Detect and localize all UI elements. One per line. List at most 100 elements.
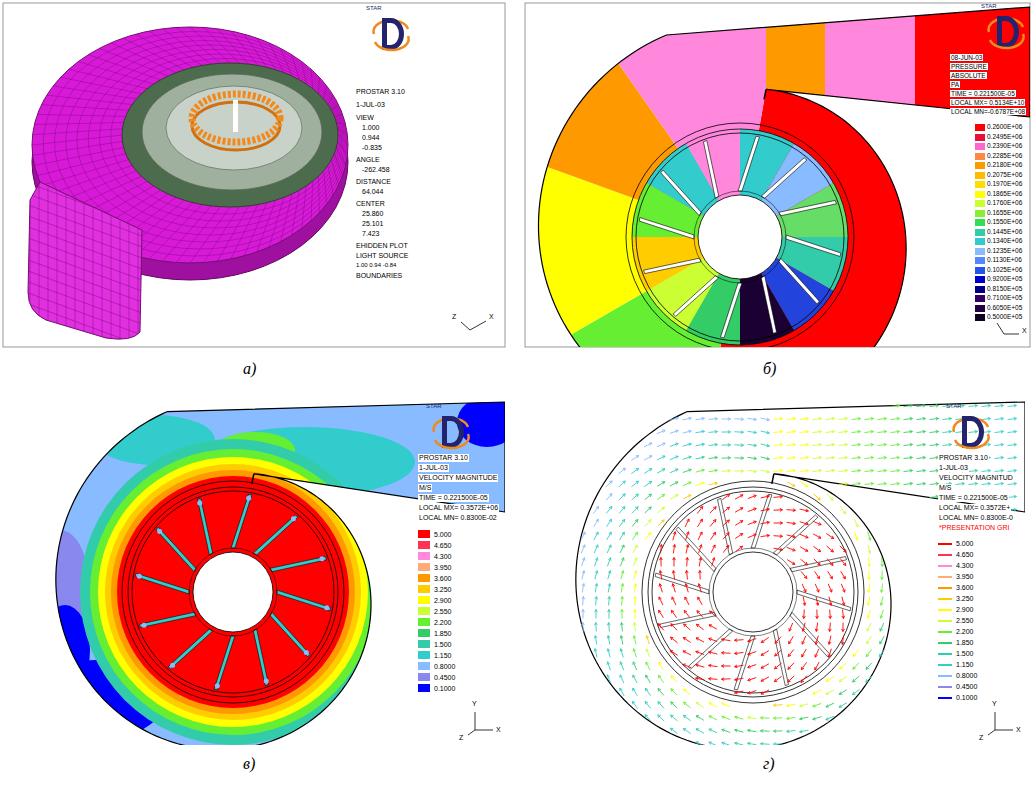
velocity-arrow	[826, 417, 835, 420]
legend-entry: 0.1550E+06	[975, 219, 1022, 226]
legend-entry: 0.9200E+05	[975, 276, 1022, 283]
velocity-arrow	[868, 558, 871, 567]
legend-entry: 0.8000	[418, 662, 455, 670]
velocity-arrow	[930, 404, 939, 407]
velocity-arrow	[1008, 495, 1017, 498]
velocity-arrow	[827, 546, 834, 552]
legend-value: 3.950	[434, 564, 452, 571]
impeller-hub-ring	[709, 548, 797, 636]
impeller-blade	[139, 612, 195, 627]
legend-value: 0.6050E+05	[987, 305, 1022, 312]
impeller-blade	[639, 218, 694, 239]
pressure-band	[915, 5, 1030, 195]
velocity-arrow	[670, 495, 678, 500]
velocity-arrow	[748, 534, 756, 538]
velocity-arrow	[646, 649, 650, 657]
velocity-arrow	[735, 665, 744, 668]
legend-value: 0.2600E+06	[987, 124, 1022, 131]
legend-entry: 0.2075E+06	[975, 172, 1022, 179]
header-text: 08-JUN-03	[950, 54, 983, 61]
velocity-arrow	[816, 610, 819, 619]
mesh-line	[331, 160, 338, 186]
velocity-arrow	[891, 469, 900, 472]
velocity-arrow	[699, 545, 702, 554]
velocity-arrow	[632, 701, 637, 708]
impeller-blade	[135, 573, 189, 594]
velocity-arrow	[891, 430, 900, 433]
impeller-blade	[761, 276, 776, 334]
velocity-arrow	[802, 584, 806, 592]
discharge-duct	[28, 182, 142, 339]
velocity-arrow	[930, 417, 939, 420]
legend-swatch	[975, 295, 985, 302]
pressure-passage	[740, 273, 794, 345]
velocity-arrow	[658, 688, 664, 695]
legend-entry: 4.300	[418, 552, 452, 560]
velocity-arrow	[826, 469, 835, 472]
velocity-arrow	[800, 417, 809, 420]
velocity-arrow	[866, 649, 871, 656]
legend-value: 0.1445E+06	[987, 229, 1022, 236]
legend-entry: 0.1655E+06	[975, 210, 1022, 217]
velocity-arrow	[659, 584, 662, 593]
legend-swatch	[975, 172, 985, 179]
legend-value: 2.900	[956, 606, 974, 613]
velocity-arrow	[658, 715, 664, 721]
star-cd-logo	[374, 18, 409, 50]
mesh-line	[20, 279, 150, 327]
legend-entry: 2.200	[938, 628, 974, 635]
velocity-arrow	[748, 742, 757, 745]
legend-value: 0.9200E+05	[987, 276, 1022, 283]
impeller-blade	[214, 636, 235, 690]
velocity-arrow	[621, 610, 624, 619]
mesh-line	[328, 95, 333, 104]
velocity-arrow	[735, 470, 744, 473]
header-text: PROSTAR 3.10	[938, 454, 989, 462]
velocity-arrow	[710, 611, 717, 617]
mesh-line	[20, 180, 150, 228]
velocity-arrow	[865, 456, 874, 459]
velocity-arrow	[828, 623, 831, 632]
velocity-arrow	[748, 418, 757, 421]
velocity-arrow	[633, 623, 636, 632]
legend-value: 1.150	[956, 661, 974, 668]
velocity-arrow	[608, 584, 611, 593]
velocity-arrow	[800, 443, 809, 446]
velocity-arrow	[969, 482, 978, 485]
velocity-arrow	[657, 456, 665, 460]
mesh-line	[30, 170, 31, 345]
legend-swatch	[975, 162, 985, 169]
velocity-arrow	[709, 469, 718, 472]
legend-entry: 1.150	[418, 651, 452, 659]
legend-value: 1.850	[956, 639, 974, 646]
velocity-arrow	[904, 417, 913, 420]
blade-tip-field	[324, 605, 329, 610]
velocity-arrow	[670, 637, 677, 643]
velocity-arrow	[659, 662, 664, 670]
pressure-band	[525, 5, 844, 237]
velocity-arrow	[582, 610, 585, 619]
velocity-arrow	[660, 545, 663, 554]
velocity-arrow	[1008, 482, 1017, 485]
velocity-arrow	[606, 506, 612, 513]
velocity-arrow	[761, 508, 770, 511]
velocity-arrow	[582, 597, 585, 606]
header-text: ABSOLUTE	[950, 72, 987, 79]
legend-value: 0.4500	[434, 674, 455, 681]
velocity-arrow	[787, 509, 796, 512]
duct-mesh	[20, 170, 150, 371]
legend-value: 4.650	[956, 551, 974, 558]
velocity-arrow	[802, 636, 806, 644]
velocity-arrow	[839, 456, 848, 459]
velocity-arrow	[671, 689, 677, 696]
mesh-line	[147, 170, 148, 345]
velocity-arrow	[774, 663, 781, 669]
legend-swatch	[418, 651, 430, 659]
velocity-arrow	[672, 597, 676, 605]
velocity-arrow	[683, 417, 692, 420]
logo-mark	[382, 18, 404, 50]
velocity-arrow	[633, 558, 637, 566]
legend-swatch	[975, 143, 985, 150]
velocity-arrow	[826, 430, 835, 433]
header-text: TIME = 0.221500E-05	[950, 90, 1016, 97]
